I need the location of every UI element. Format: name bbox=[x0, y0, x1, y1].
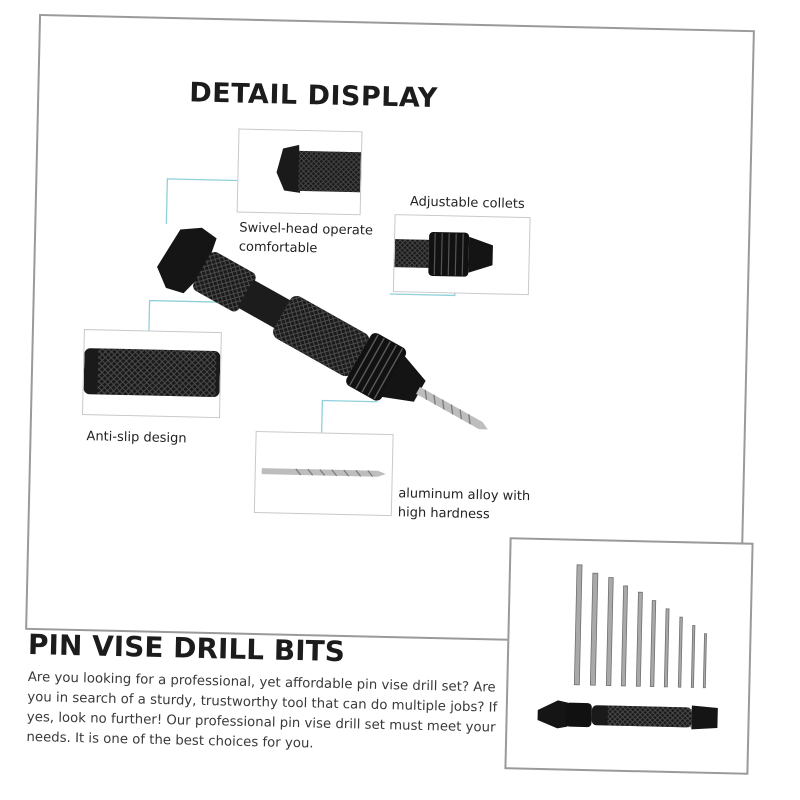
adjustable-collets-label: Adjustable collets bbox=[409, 194, 525, 213]
leader-line-alloy bbox=[321, 399, 378, 433]
anti-slip-thumbnail bbox=[81, 329, 222, 419]
product-description: Are you looking for a professional, yet … bbox=[26, 669, 498, 752]
drill-set-image bbox=[537, 564, 718, 730]
aluminum-alloy-label: aluminum alloy with high hardness bbox=[397, 486, 531, 523]
swivel-head-thumbnail bbox=[236, 128, 363, 216]
leader-line-anti-slip bbox=[148, 299, 240, 331]
detail-display-card: DETAIL DISPLAY Swivel-head operate comfo… bbox=[25, 13, 755, 647]
drill-bit-thumbnail bbox=[253, 430, 394, 517]
anti-slip-label: Anti-slip design bbox=[86, 429, 187, 447]
adjustable-collets-thumbnail bbox=[392, 214, 531, 296]
leader-line-swivel bbox=[165, 178, 238, 224]
pin-vise-tool-image bbox=[157, 227, 488, 430]
product-heading: PIN VISE DRILL BITS bbox=[27, 628, 346, 669]
drill-set-card bbox=[504, 537, 754, 775]
